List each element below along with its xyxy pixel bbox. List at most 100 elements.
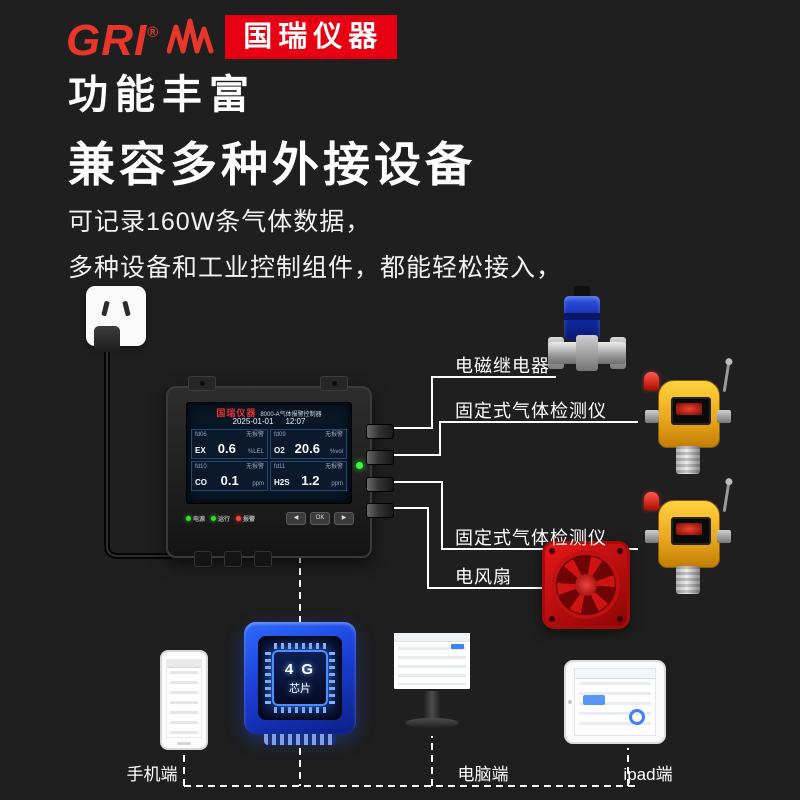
controller-faceplate-row: 电源 运行 报警 ◀ OK ▶ (186, 512, 354, 525)
channel-gas: H2S (274, 478, 290, 487)
power-plug (94, 326, 120, 352)
channel-cell: fd06 无报警 EX 0.6 %LEL (191, 429, 268, 459)
channel-grid: fd06 无报警 EX 0.6 %LEL fd09 无报警 O2 (191, 429, 347, 491)
antenna (722, 481, 731, 513)
brand-header: GRI® 国瑞仪器 (66, 10, 398, 64)
channel-cell: fd11 无报警 H2S 1.2 ppm (270, 461, 347, 491)
registered-mark: ® (147, 24, 160, 41)
chip-label-zh: 芯片 (289, 682, 311, 695)
tablet-app-header (575, 669, 655, 679)
logo-gri-text: GRI (66, 16, 148, 65)
sensor-pipe (676, 566, 700, 594)
phone-home-bar (177, 742, 191, 745)
left-button: ◀ (286, 512, 306, 525)
phone-list-rows (170, 671, 198, 734)
gas-alarm-controller: 国瑞仪器 8000-A气体报警控制器 2025-01-01 12:07 fd06… (166, 376, 394, 567)
channel-unit: %LEL (247, 449, 264, 455)
fan-bolt (549, 548, 555, 554)
chip-core: 4 G 芯片 (272, 650, 328, 706)
bottom-connector (194, 551, 212, 567)
channel-value: 20.6 (294, 441, 320, 456)
channel-status: 无报警 (245, 464, 264, 470)
fan-bolt (617, 548, 623, 554)
subtitle-2: 多种设备和工业控制组件，都能轻松接入， (68, 254, 563, 282)
channel-gas: O2 (274, 446, 285, 455)
chip-pins (274, 707, 326, 713)
screen-date: 2025-01-01 (232, 417, 274, 426)
outlet-slot (101, 300, 110, 317)
browser-bar (394, 633, 470, 642)
led-label: 报警 (243, 517, 256, 523)
label-computer-terminal: 电脑端 (457, 765, 509, 784)
sensor-pipe (676, 446, 700, 474)
outlet-slot (122, 300, 131, 317)
chip-pins (265, 652, 271, 704)
channel-unit: ppm (331, 481, 343, 487)
channel-cell: fd09 无报警 O2 20.6 %vol (270, 429, 347, 459)
ok-button: OK (310, 512, 330, 525)
ipad-mockup (564, 660, 666, 744)
power-led (186, 516, 191, 521)
power-cable-highlight (106, 350, 172, 557)
detector-display (676, 403, 702, 415)
cable-gland (366, 424, 394, 439)
tablet-screen (574, 668, 656, 736)
valve-cap (574, 286, 590, 298)
cable-gland (366, 450, 394, 465)
tablet-gauge-widget (629, 709, 645, 725)
channel-value: 1.2 (301, 473, 320, 488)
button-group: ◀ OK ▶ (286, 512, 354, 525)
channel-gas: CO (195, 478, 207, 487)
phone-mockup (160, 650, 208, 750)
label-fan: 电风扇 (455, 567, 512, 587)
table-rows (398, 647, 466, 685)
status-led-group: 电源 运行 报警 (186, 514, 255, 523)
power-cable (104, 350, 172, 559)
computer-mockup (391, 630, 473, 732)
page-title-1: 功能丰富 (68, 73, 256, 117)
status-led-green (356, 462, 363, 469)
chip-label-4g: 4 G (284, 660, 316, 678)
brand-logo-text: GRI® (66, 10, 159, 64)
channel-id: fd11 (274, 464, 286, 470)
channel-unit: ppm (252, 481, 264, 487)
detector-port (717, 530, 731, 543)
subtitle-1: 可记录160W条气体数据， (68, 208, 372, 236)
fixed-gas-detector-1 (638, 361, 738, 478)
valve-band (564, 313, 600, 320)
antenna (722, 361, 731, 393)
fan-bolt (549, 616, 555, 622)
alarm-led (236, 516, 242, 521)
4g-chip-module: 4 G 芯片 (244, 622, 356, 746)
fixed-gas-detector-2 (638, 481, 738, 598)
led-label: 运行 (218, 517, 231, 523)
electric-fan (542, 541, 630, 629)
screen-time: 12:07 (285, 417, 306, 426)
screen-header: 国瑞仪器 8000-A气体报警控制器 (191, 406, 347, 418)
tablet-camera (568, 700, 572, 704)
channel-status: 无报警 (324, 432, 343, 438)
channel-value: 0.6 (217, 441, 236, 456)
right-button: ▶ (334, 512, 354, 525)
channel-id: fd09 (274, 432, 286, 438)
detector-port (645, 530, 659, 543)
fan-bolt (617, 616, 623, 622)
detector-port (645, 410, 659, 423)
monitor-base (405, 718, 459, 728)
screen-model: 8000-A气体报警控制器 (260, 412, 322, 418)
channel-id: fd10 (195, 464, 207, 470)
wire-detector-1 (388, 421, 638, 456)
fan-ring (552, 551, 620, 619)
mounting-ear (188, 376, 216, 391)
bottom-connector (254, 551, 272, 567)
page-title-2: 兼容多种外接设备 (68, 138, 476, 191)
run-led (211, 516, 217, 521)
blue-button (451, 644, 464, 649)
chip-connector-pins (264, 734, 336, 745)
alarm-beacon (644, 372, 659, 390)
cable-gland (366, 477, 394, 492)
label-relay: 电磁继电器 (455, 356, 550, 376)
phone-screen (166, 659, 202, 738)
mounting-ear (320, 376, 348, 391)
